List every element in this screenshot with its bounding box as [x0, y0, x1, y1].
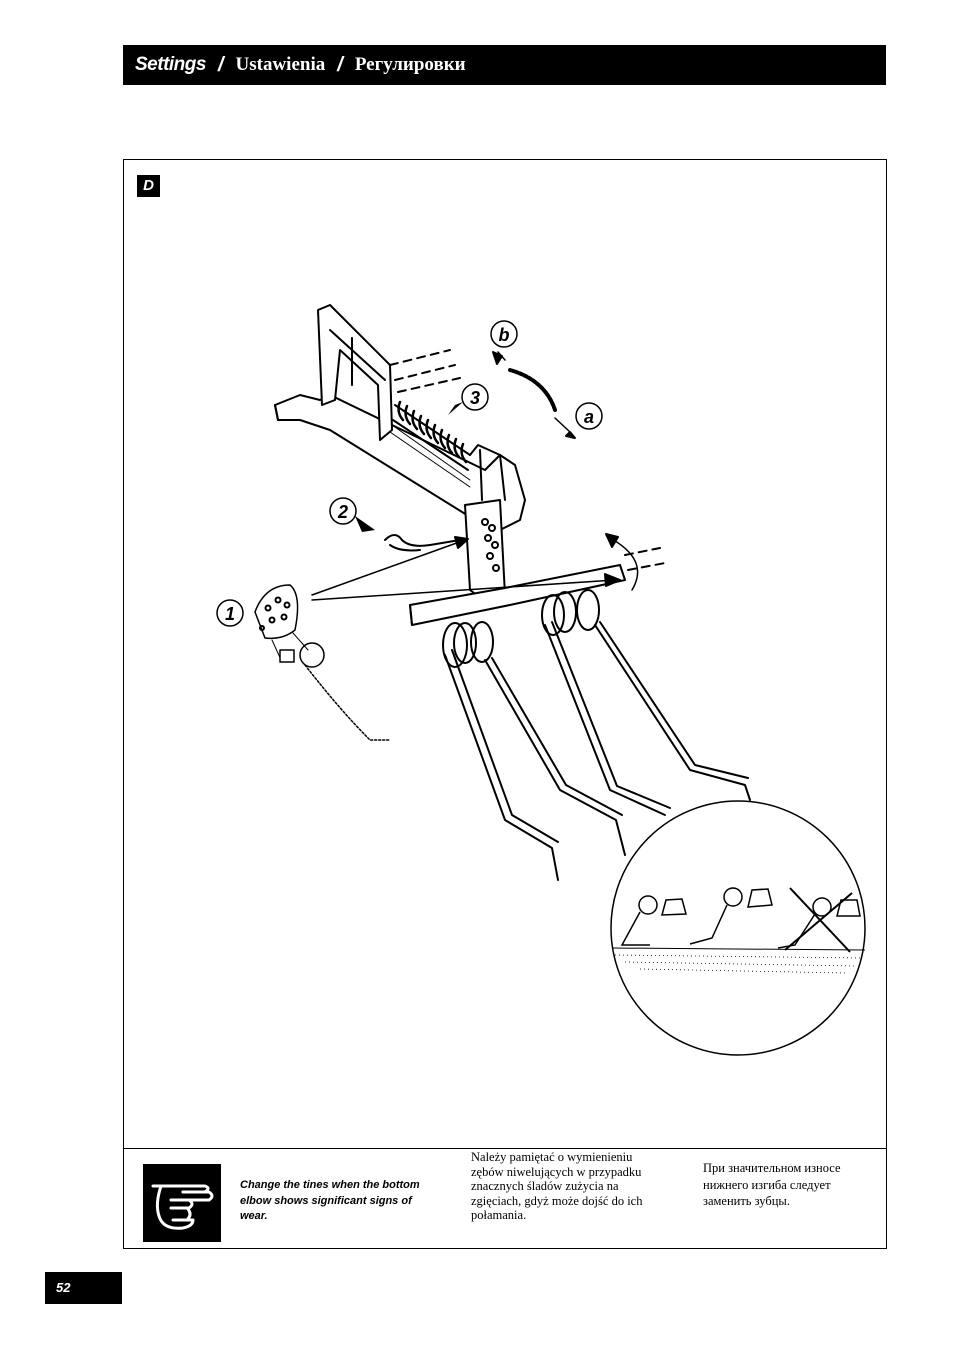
callout-3: 3	[470, 388, 480, 408]
header-title-ru: Регулировки	[354, 54, 466, 75]
header-title-pl: Ustawienia	[235, 54, 326, 75]
header-title-en: Settings	[135, 54, 206, 75]
note-text-en: Change the tines when the bottom elbow s…	[240, 1179, 420, 1222]
tine-wear-detail	[610, 800, 866, 1056]
callout-1: 1	[225, 604, 235, 624]
tine-settings-diagram: b a 3 2 1 1	[216, 304, 866, 1056]
header-separator: /	[337, 53, 343, 76]
header-separator: /	[217, 53, 224, 76]
callout-b: b	[499, 325, 510, 345]
note-text-pl: Należy pamiętać o wymienieniu zębów niwe…	[471, 1150, 643, 1223]
note-divider	[124, 1148, 886, 1149]
page-number: 52	[45, 1272, 122, 1304]
figure-frame	[123, 159, 887, 1249]
note-text-ru: При значительном износе нижнего изгиба с…	[703, 1161, 841, 1208]
callout-a: a	[584, 407, 594, 427]
pointing-hand-icon	[143, 1164, 221, 1242]
figure-label: D	[137, 175, 160, 197]
header-bar: Settings / Ustawienia / Регулировки	[123, 45, 886, 85]
pointing-hand-icon	[151, 1184, 214, 1230]
callout-2: 2	[337, 502, 348, 522]
